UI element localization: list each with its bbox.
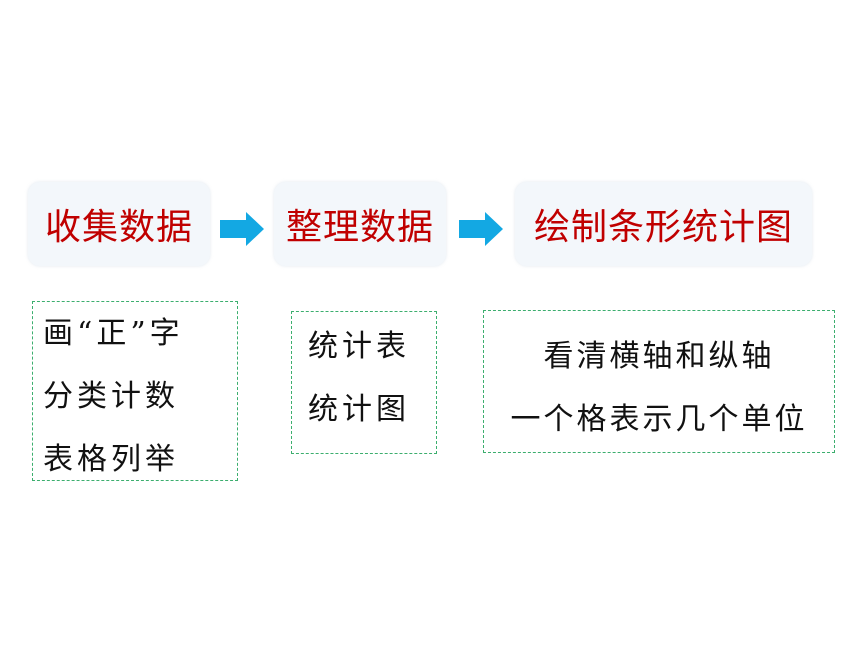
right-arrow-icon: [220, 212, 264, 246]
note-line: 分类计数: [43, 379, 179, 414]
note-line: 画“正”字: [43, 316, 184, 351]
step-label: 收集数据: [44, 207, 193, 248]
note-organize-methods: 统计表 统计图: [291, 311, 437, 454]
step-draw-bar-chart: 绘制条形统计图: [515, 182, 812, 266]
note-collect-methods: 画“正”字 分类计数 表格列举: [32, 301, 238, 481]
step-collect-data: 收集数据: [28, 182, 210, 266]
step-label: 绘制条形统计图: [533, 207, 793, 248]
note-line: 统计表: [308, 329, 410, 364]
step-label: 整理数据: [285, 207, 434, 248]
right-arrow-icon: [459, 212, 503, 246]
step-organize-data: 整理数据: [274, 182, 446, 266]
note-line: 看清横轴和纵轴: [543, 339, 775, 374]
note-line: 统计图: [308, 392, 410, 427]
note-line: 表格列举: [43, 442, 179, 477]
note-line: 一个格表示几个单位: [510, 402, 808, 437]
note-chart-tips: 看清横轴和纵轴 一个格表示几个单位: [483, 310, 835, 453]
